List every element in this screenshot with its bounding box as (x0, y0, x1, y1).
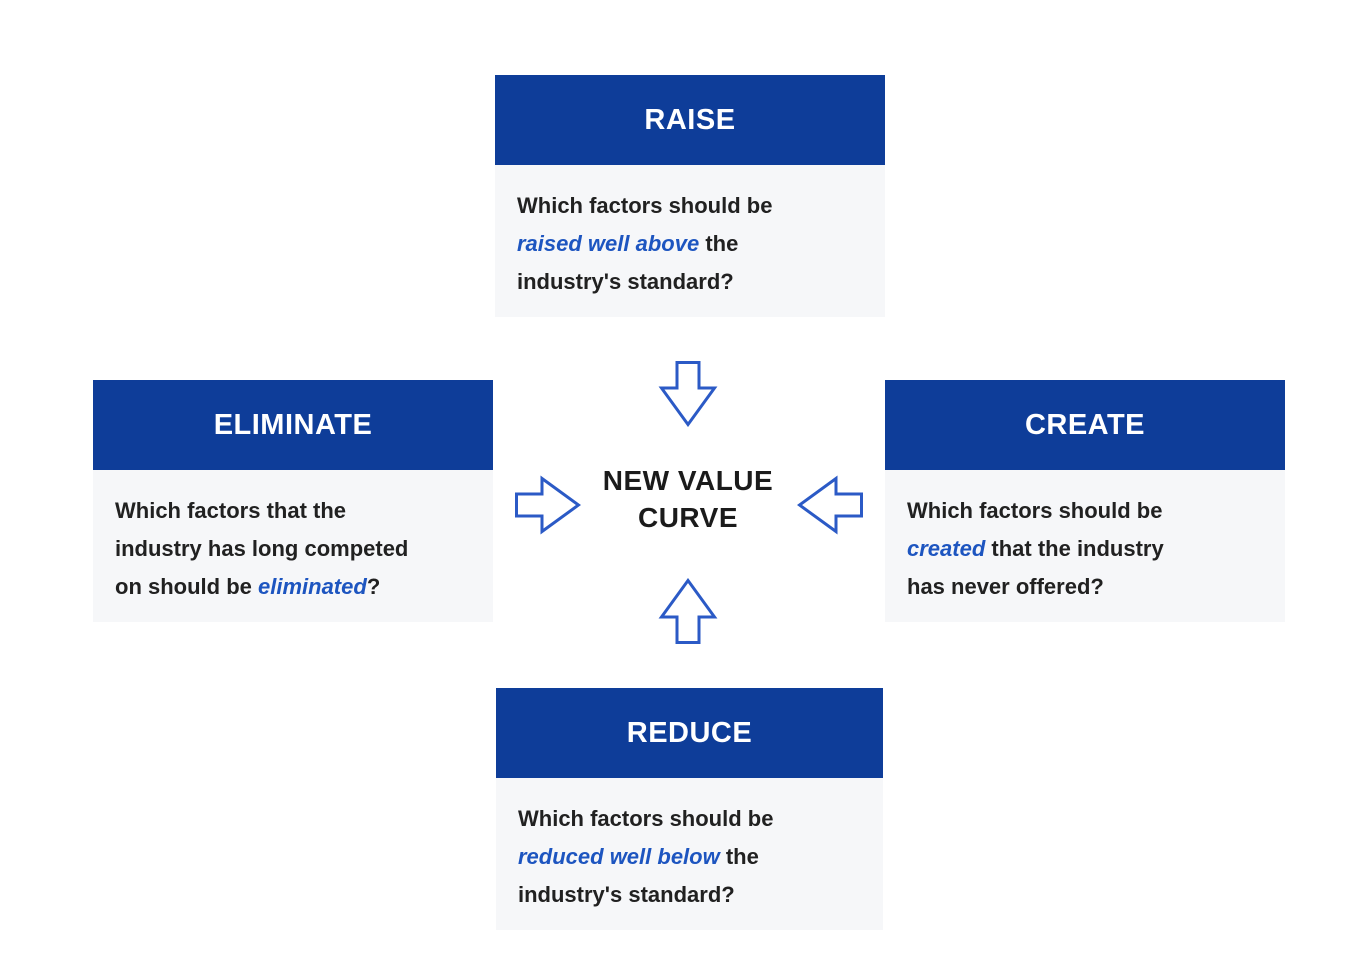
new-value-curve-line-2: CURVE (637, 502, 738, 533)
new-value-curve-label: NEW VALUE CURVE (558, 462, 818, 536)
arrow-up-icon (658, 578, 718, 644)
arrow-left-icon (797, 475, 863, 535)
arrow-right-icon (515, 475, 581, 535)
reduce-header: REDUCE (496, 688, 883, 778)
new-value-curve-line-1: NEW VALUE (602, 465, 774, 496)
raise-header: RAISE (495, 75, 885, 165)
create-header: CREATE (885, 380, 1285, 470)
arrow-down-icon (658, 361, 718, 427)
eliminate-header: ELIMINATE (93, 380, 493, 470)
